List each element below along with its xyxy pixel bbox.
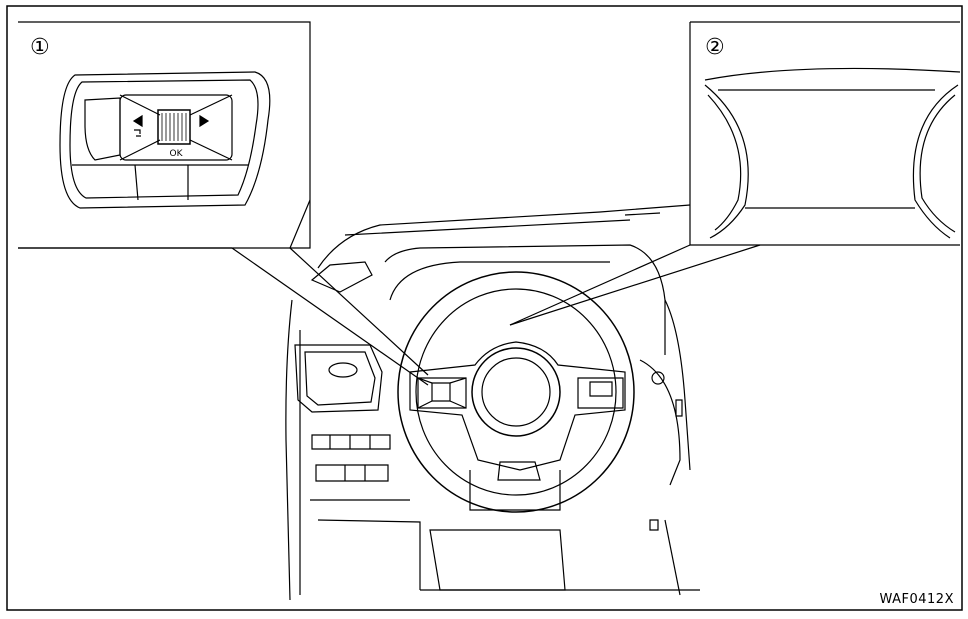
pad-diagonal-3 (120, 140, 160, 160)
right-switch-pad (590, 382, 612, 396)
steering-wheel-airbag (482, 358, 550, 426)
steering-wheel-rim-outer (398, 272, 634, 512)
switch-row-1 (312, 435, 390, 449)
steering-wheel-spokes (410, 342, 625, 470)
steering-wheel-hub (472, 348, 560, 436)
right-indicator (676, 400, 682, 416)
right-lower-edge (665, 520, 680, 595)
outer-border (7, 6, 962, 610)
dash-top-contour (318, 205, 690, 268)
right-console-curve (640, 360, 680, 485)
left-steering-switch (418, 378, 466, 408)
vent-knob (329, 363, 357, 377)
leader-lines (18, 200, 760, 385)
ok-label: OK (170, 149, 184, 159)
figure-code: WAF0412X (879, 592, 954, 607)
left-door-edge (286, 300, 292, 600)
scroll-wheel (158, 110, 190, 144)
right-small-icon (650, 520, 658, 530)
switch-housing (60, 72, 270, 208)
display-right-bezel-inner (920, 95, 955, 232)
pad-diagonal-1 (120, 95, 160, 115)
direction-pad (120, 95, 232, 160)
steering-column (470, 470, 560, 510)
right-steering-switch (578, 378, 623, 408)
lower-storage-bin (430, 530, 565, 590)
left-switch-button (85, 98, 120, 160)
display-left-bezel-inner (708, 95, 741, 230)
meter-hood-inner (390, 262, 610, 300)
pad-diagonal-2 (190, 95, 232, 115)
display-left-bezel (705, 85, 748, 238)
callout-1-marker: ① (30, 35, 50, 60)
switch-lower-divider-1 (135, 165, 138, 200)
dashboard (286, 205, 700, 600)
left-air-vent (295, 345, 382, 412)
scroll-wheel-ridges (162, 113, 186, 141)
left-air-vent-inner (305, 352, 375, 405)
inset-steering-switch (18, 22, 310, 248)
left-switch-pad (432, 383, 450, 401)
switch-row-2 (316, 465, 388, 481)
right-dash-edge (665, 300, 690, 470)
right-stalk-knob (652, 372, 664, 384)
switch-housing-inner (70, 80, 258, 198)
back-icon (134, 130, 141, 136)
dash-top-lines (345, 213, 660, 235)
display-right-bezel (913, 85, 958, 238)
pad-diagonal-4 (190, 140, 232, 160)
left-speaker (312, 262, 372, 292)
lower-dash-lines (310, 500, 420, 590)
callout-2-marker: ② (705, 35, 725, 60)
display-top-edge (705, 68, 960, 80)
left-arrow-icon (134, 116, 142, 126)
steering-wheel-rim-inner (416, 289, 616, 495)
inset-meter-display (690, 22, 960, 245)
right-arrow-icon (200, 116, 208, 126)
meter-hood (385, 245, 665, 355)
lower-spoke-badge (498, 462, 540, 480)
